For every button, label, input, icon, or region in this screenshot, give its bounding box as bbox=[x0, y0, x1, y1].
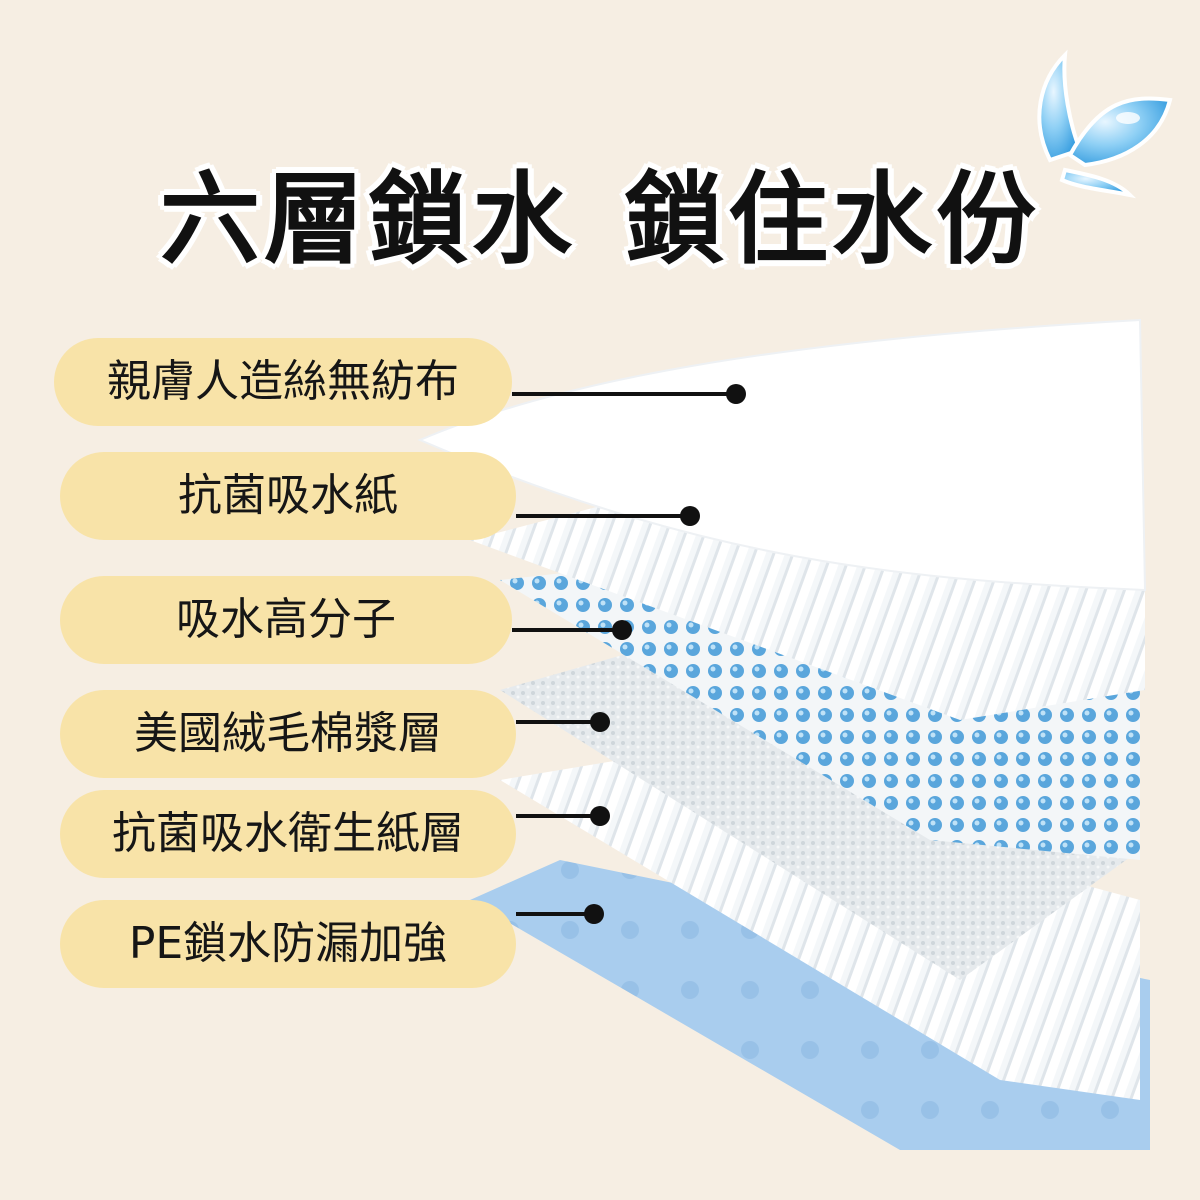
layer-label-fluff-pulp: 美國絨毛棉漿層 bbox=[60, 690, 516, 778]
pointer-line bbox=[516, 720, 596, 724]
pointer-dot bbox=[680, 506, 700, 526]
layer-label-pe: PE鎖水防漏加強 bbox=[60, 900, 516, 988]
page-title: 六層鎖水鎖住水份 bbox=[0, 138, 1200, 283]
title-part-1: 六層鎖水 bbox=[160, 161, 576, 278]
pointer-dot bbox=[612, 620, 632, 640]
pe-layer-shape bbox=[470, 860, 1150, 1150]
layer-label-nonwoven: 親膚人造絲無紡布 bbox=[54, 338, 512, 426]
title-part-2: 鎖住水份 bbox=[624, 161, 1040, 278]
pointer-line bbox=[516, 514, 688, 518]
layer-label-antibacterial-paper: 抗菌吸水紙 bbox=[60, 452, 516, 540]
pointer-line bbox=[512, 392, 734, 396]
pointer-line bbox=[512, 628, 618, 632]
pointer-dot bbox=[590, 712, 610, 732]
water-splash-icon bbox=[1037, 49, 1173, 199]
tissue-layer-shape bbox=[500, 760, 1140, 1100]
pointer-line bbox=[516, 814, 596, 818]
layer-label-tissue: 抗菌吸水衛生紙層 bbox=[60, 790, 516, 878]
pointer-dot bbox=[584, 904, 604, 924]
pointer-dot bbox=[590, 806, 610, 826]
top-layer-shape bbox=[417, 318, 1147, 592]
layer-label-sap: 吸水高分子 bbox=[60, 576, 512, 664]
fluff-layer-shape bbox=[500, 650, 1140, 980]
pointer-dot bbox=[726, 384, 746, 404]
pointer-line bbox=[516, 912, 592, 916]
